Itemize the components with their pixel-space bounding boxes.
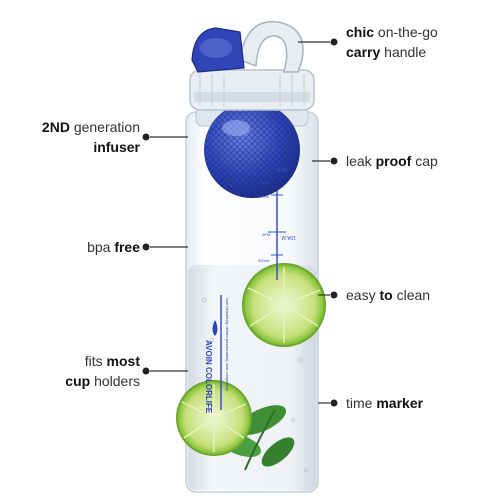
callout-easy-clean: easy to clean <box>346 287 431 303</box>
callout-time-marker: time marker <box>346 395 424 411</box>
droplet-logo-icon <box>212 320 218 336</box>
infuser-ball <box>195 102 309 198</box>
lime-slice-lower <box>176 380 252 456</box>
callout-carry-handle: chic on-the-go carry handle <box>346 24 438 60</box>
callout-infuser: 2ND generation infuser <box>41 119 140 155</box>
marker-ml-500: 500ml <box>258 258 269 263</box>
callout-dots <box>142 38 338 407</box>
callout-lines <box>150 41 330 404</box>
bottle-cap <box>189 69 315 111</box>
callout-leak-proof: leak proof cap <box>346 153 438 169</box>
marker-time-10am: 10A.M. <box>280 234 296 240</box>
brand-name: AVOIN COLORLIFE <box>204 340 213 414</box>
lime-slice-upper <box>242 263 326 347</box>
carry-handle <box>191 20 304 73</box>
brand-slogan: Live beautifully, dream passionately, lo… <box>225 298 230 391</box>
marker-ml-600: 600ml <box>258 194 269 199</box>
callout-cup-holders: fits most cup holders <box>65 353 140 389</box>
marker-time-9am: 9A.M. <box>275 166 288 172</box>
marker-ml-700: 700ml <box>258 180 269 185</box>
marker-3pm: 3PM <box>262 232 270 237</box>
callout-bpa-free: bpa free <box>87 239 140 255</box>
